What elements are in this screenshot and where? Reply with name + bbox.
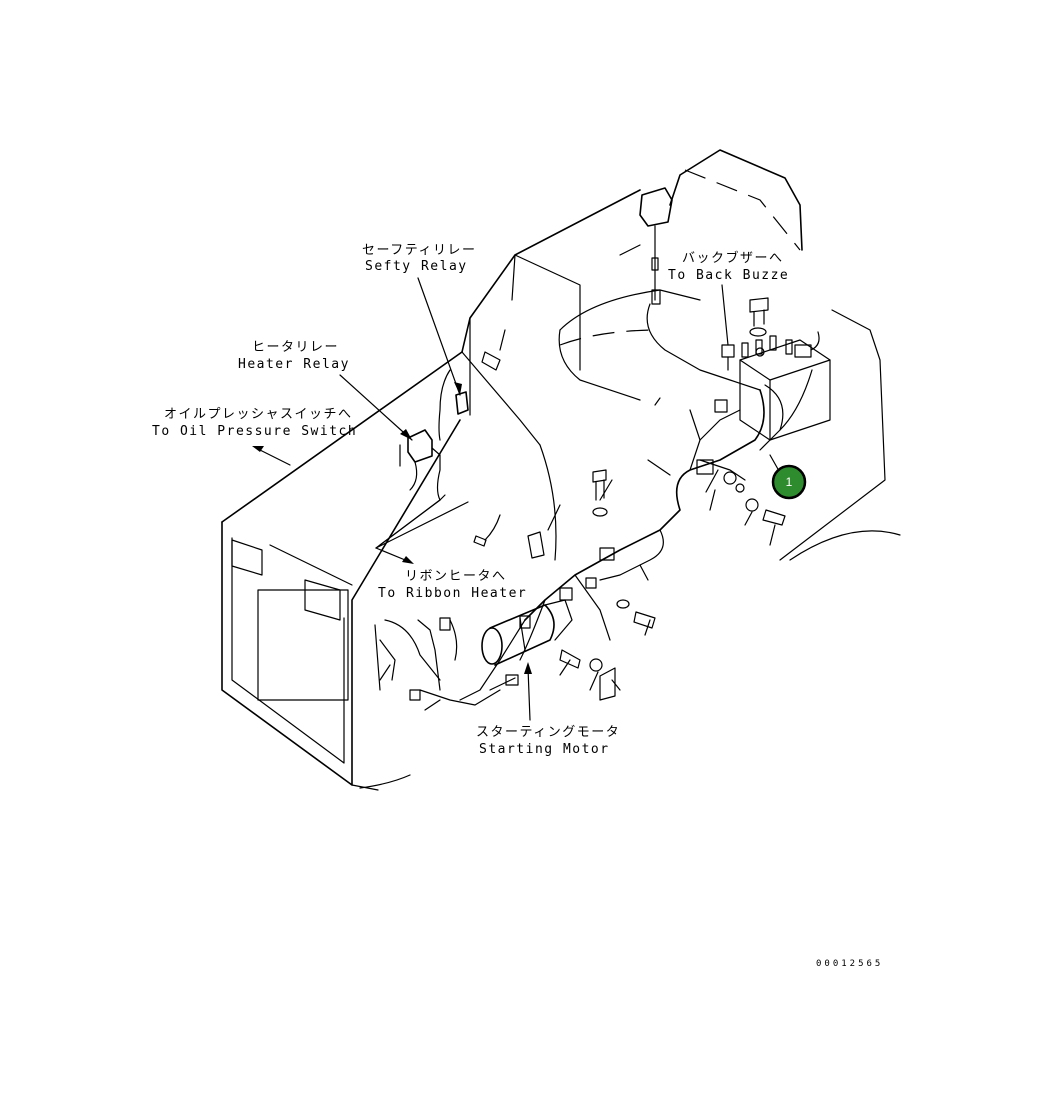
document-id: 00012565: [816, 959, 883, 969]
label-heater-relay-en: Heater Relay: [238, 357, 350, 372]
callout-circle[interactable]: [771, 464, 807, 500]
callout-balloon[interactable]: 1: [771, 464, 807, 500]
label-sefty-relay-en: Sefty Relay: [365, 259, 468, 274]
label-back-buzzer-en: To Back Buzze: [668, 268, 789, 283]
label-oil-pressure-en: To Oil Pressure Switch: [152, 424, 357, 439]
leader-lines: [252, 244, 784, 721]
label-ribbon-heater-en: To Ribbon Heater: [378, 586, 527, 601]
back-buzzer-assembly: [639, 187, 761, 391]
labels: セーフティリレー Sefty Relay バックブザーへ To Back Buz…: [152, 243, 883, 969]
label-starting-motor-en: Starting Motor: [479, 742, 610, 757]
fasteners: [473, 297, 786, 701]
label-sefty-relay-jp: セーフティリレー: [362, 243, 476, 258]
label-oil-pressure-jp: オイルプレッシャスイッチへ: [164, 407, 353, 422]
starting-motor: [481, 599, 573, 666]
label-starting-motor-jp: スターティングモータ: [476, 725, 620, 740]
label-back-buzzer-jp: バックブザーへ: [682, 250, 784, 266]
callout-number: 1: [786, 475, 793, 489]
label-heater-relay-jp: ヒータリレー: [252, 340, 339, 355]
main-harness: [459, 331, 820, 701]
label-ribbon-heater-jp: リボンヒータへ: [405, 569, 507, 584]
machine-body: [221, 149, 901, 791]
